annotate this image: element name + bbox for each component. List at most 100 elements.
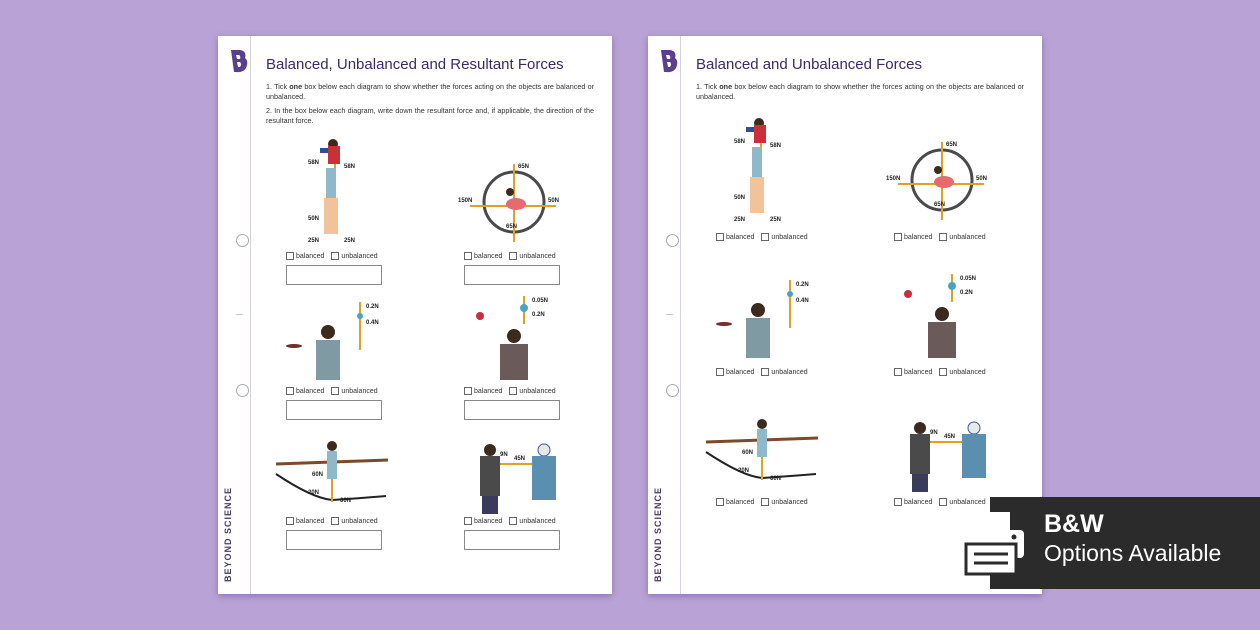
checkbox[interactable]: [331, 252, 340, 260]
checkbox[interactable]: [894, 368, 902, 376]
force-label: 0.05N: [960, 276, 976, 282]
balanced-option[interactable]: balanced: [286, 387, 324, 395]
checkbox[interactable]: [331, 387, 340, 395]
acrobats-diagram: 58N 58N 50N 25N 25N: [734, 118, 781, 223]
bw-options-badge: [990, 497, 1260, 589]
unbalanced-option[interactable]: unbalanced: [331, 252, 378, 260]
balanced-option[interactable]: balanced: [464, 387, 502, 395]
answer-box[interactable]: [286, 530, 382, 550]
checkbox[interactable]: [939, 368, 948, 376]
force-label: 65N: [934, 202, 945, 208]
force-label: 20N: [738, 468, 749, 474]
checkbox[interactable]: [761, 368, 770, 376]
checkbox[interactable]: [761, 498, 770, 506]
checkbox[interactable]: [894, 233, 902, 241]
unbalanced-option[interactable]: unbalanced: [939, 368, 986, 376]
unbalanced-option[interactable]: unbalanced: [509, 517, 556, 525]
force-label: 58N: [344, 164, 355, 170]
checkbox[interactable]: [331, 517, 340, 525]
checkbox[interactable]: [464, 517, 472, 525]
brand-vertical: BEYOND SCIENCE: [222, 462, 244, 582]
force-label: 50N: [734, 195, 745, 201]
balance-options: balanced unbalanced: [716, 233, 808, 241]
fold-mark: [666, 314, 673, 315]
unbalanced-option[interactable]: unbalanced: [509, 387, 556, 395]
balance-options: balanced unbalanced: [286, 387, 378, 395]
punch-hole: [666, 384, 679, 397]
unbalanced-option[interactable]: unbalanced: [509, 252, 556, 260]
force-label: 58N: [734, 139, 745, 145]
checkbox[interactable]: [894, 498, 902, 506]
unbalanced-option[interactable]: unbalanced: [761, 498, 808, 506]
balanced-option[interactable]: balanced: [464, 517, 502, 525]
checkbox[interactable]: [509, 252, 518, 260]
force-label: 25N: [344, 238, 355, 244]
force-label: 0.2N: [366, 304, 379, 310]
punch-hole: [236, 234, 249, 247]
checkbox[interactable]: [286, 387, 294, 395]
unbalanced-option[interactable]: unbalanced: [939, 233, 986, 241]
force-label: 50N: [308, 216, 319, 222]
unbalanced-option[interactable]: unbalanced: [939, 498, 986, 506]
checkbox[interactable]: [716, 498, 724, 506]
force-label: 58N: [308, 160, 319, 166]
beyond-logo-icon: [231, 50, 248, 73]
checkbox[interactable]: [464, 252, 472, 260]
balanced-option[interactable]: balanced: [286, 252, 324, 260]
force-label: 25N: [734, 217, 745, 223]
answer-box[interactable]: [464, 530, 560, 550]
force-label: 45N: [944, 434, 955, 440]
checkbox[interactable]: [286, 517, 294, 525]
checkbox[interactable]: [716, 368, 724, 376]
checkbox[interactable]: [286, 252, 294, 260]
tightrope-diagram: 60N 20N 60N: [275, 441, 389, 504]
instruction-1: 1. Tick one box below each diagram to sh…: [266, 82, 594, 101]
answer-box[interactable]: [464, 265, 560, 285]
checkbox[interactable]: [939, 233, 948, 241]
worksheet-left: BEYOND SCIENCE Balanced, Unbalanced and …: [218, 36, 612, 594]
force-label: 0.2N: [532, 312, 545, 318]
tug-diagram: 9N 45N: [480, 443, 556, 514]
balanced-option[interactable]: balanced: [286, 517, 324, 525]
unbalanced-option[interactable]: unbalanced: [761, 233, 808, 241]
checkbox[interactable]: [509, 517, 518, 525]
balanced-option[interactable]: balanced: [716, 368, 754, 376]
unbalanced-option[interactable]: unbalanced: [331, 517, 378, 525]
balance-options: balanced unbalanced: [716, 498, 808, 506]
balanced-option[interactable]: balanced: [894, 368, 932, 376]
unbalanced-option[interactable]: unbalanced: [761, 368, 808, 376]
margin-strip: [218, 36, 251, 594]
checkbox[interactable]: [939, 498, 948, 506]
fold-mark: [236, 314, 243, 315]
force-label: 50N: [976, 176, 987, 182]
badge-title: B&W: [1044, 510, 1104, 538]
page-title: Balanced and Unbalanced Forces: [696, 56, 922, 73]
badge-subtitle: Options Available: [1044, 540, 1222, 566]
force-label: 150N: [886, 176, 900, 182]
checkbox[interactable]: [761, 233, 770, 241]
printer-icon: [958, 512, 1024, 576]
instruction-2: 2. In the box below each diagram, write …: [266, 106, 594, 125]
balanced-option[interactable]: balanced: [894, 498, 932, 506]
checkbox[interactable]: [464, 387, 472, 395]
answer-box[interactable]: [464, 400, 560, 420]
juggler-diagram: 0.05N 0.2N: [904, 274, 976, 358]
page-title: Balanced, Unbalanced and Resultant Force…: [266, 56, 564, 73]
balanced-option[interactable]: balanced: [716, 233, 754, 241]
answer-box[interactable]: [286, 265, 382, 285]
force-label: 0.2N: [960, 290, 973, 296]
force-label: 25N: [308, 238, 319, 244]
balanced-option[interactable]: balanced: [464, 252, 502, 260]
answer-box[interactable]: [286, 400, 382, 420]
balanced-option[interactable]: balanced: [894, 233, 932, 241]
unbalanced-option[interactable]: unbalanced: [331, 387, 378, 395]
checkbox[interactable]: [509, 387, 518, 395]
force-label: 50N: [548, 198, 559, 204]
force-label: 60N: [742, 450, 753, 456]
margin-strip: [648, 36, 681, 594]
checkbox[interactable]: [716, 233, 724, 241]
force-label: 60N: [340, 498, 351, 504]
balanced-option[interactable]: balanced: [716, 498, 754, 506]
punch-hole: [236, 384, 249, 397]
brand-text: BEYOND SCIENCE: [653, 486, 663, 582]
